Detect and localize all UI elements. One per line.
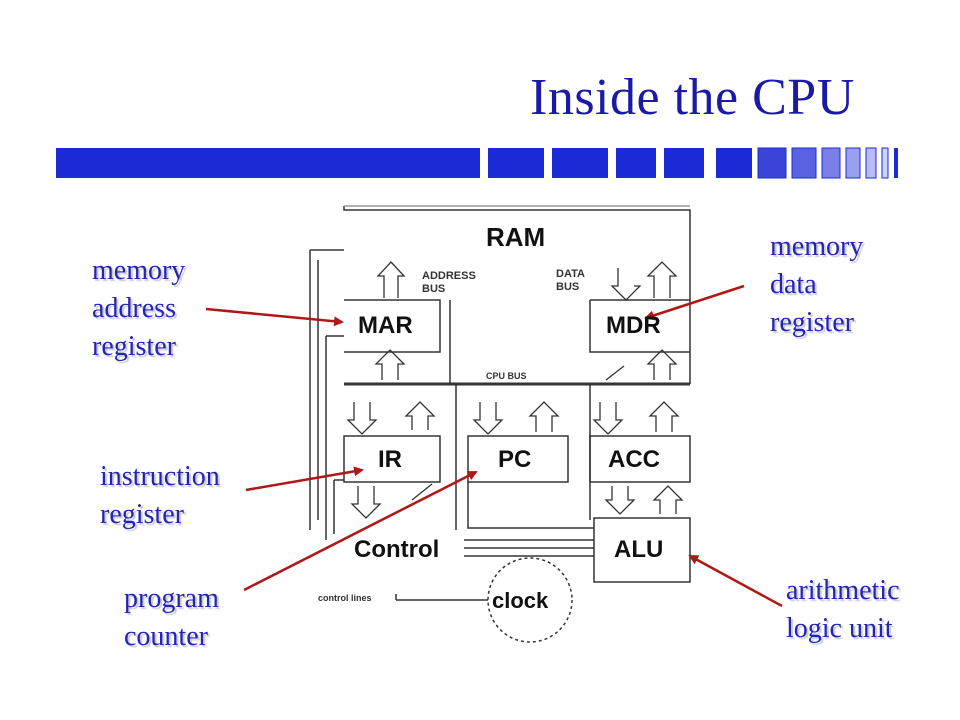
acc-label: ACC [608, 446, 660, 473]
ir-label: IR [378, 446, 402, 473]
address-bus-label: ADDRESS BUS [422, 270, 476, 295]
mar-label: MAR [358, 312, 413, 339]
ram-label: RAM [486, 222, 546, 252]
alu-label: ALU [614, 536, 664, 563]
cpu-diagram [309, 205, 691, 643]
callout-ir: instruction register [100, 461, 220, 530]
data-bus-label: DATA BUS [556, 268, 585, 293]
callout-mar: memory address register [92, 255, 186, 362]
control-lines-label: control lines [318, 593, 372, 603]
callout-alu: arithmetic logic unit [786, 575, 900, 644]
pc-label: PC [498, 446, 532, 473]
control-label: Control [354, 536, 440, 563]
title-banner [56, 147, 898, 179]
callout-arrows [205, 284, 783, 608]
clock-label: clock [492, 588, 549, 613]
callout-pc: program counter [124, 583, 219, 652]
slide-title: Inside the CPU [530, 69, 855, 126]
bus-arrows [346, 261, 684, 519]
cpu-bus-label: CPU BUS [486, 371, 527, 381]
mdr-label: MDR [606, 312, 661, 339]
callout-mdr: memory data register [770, 231, 864, 338]
